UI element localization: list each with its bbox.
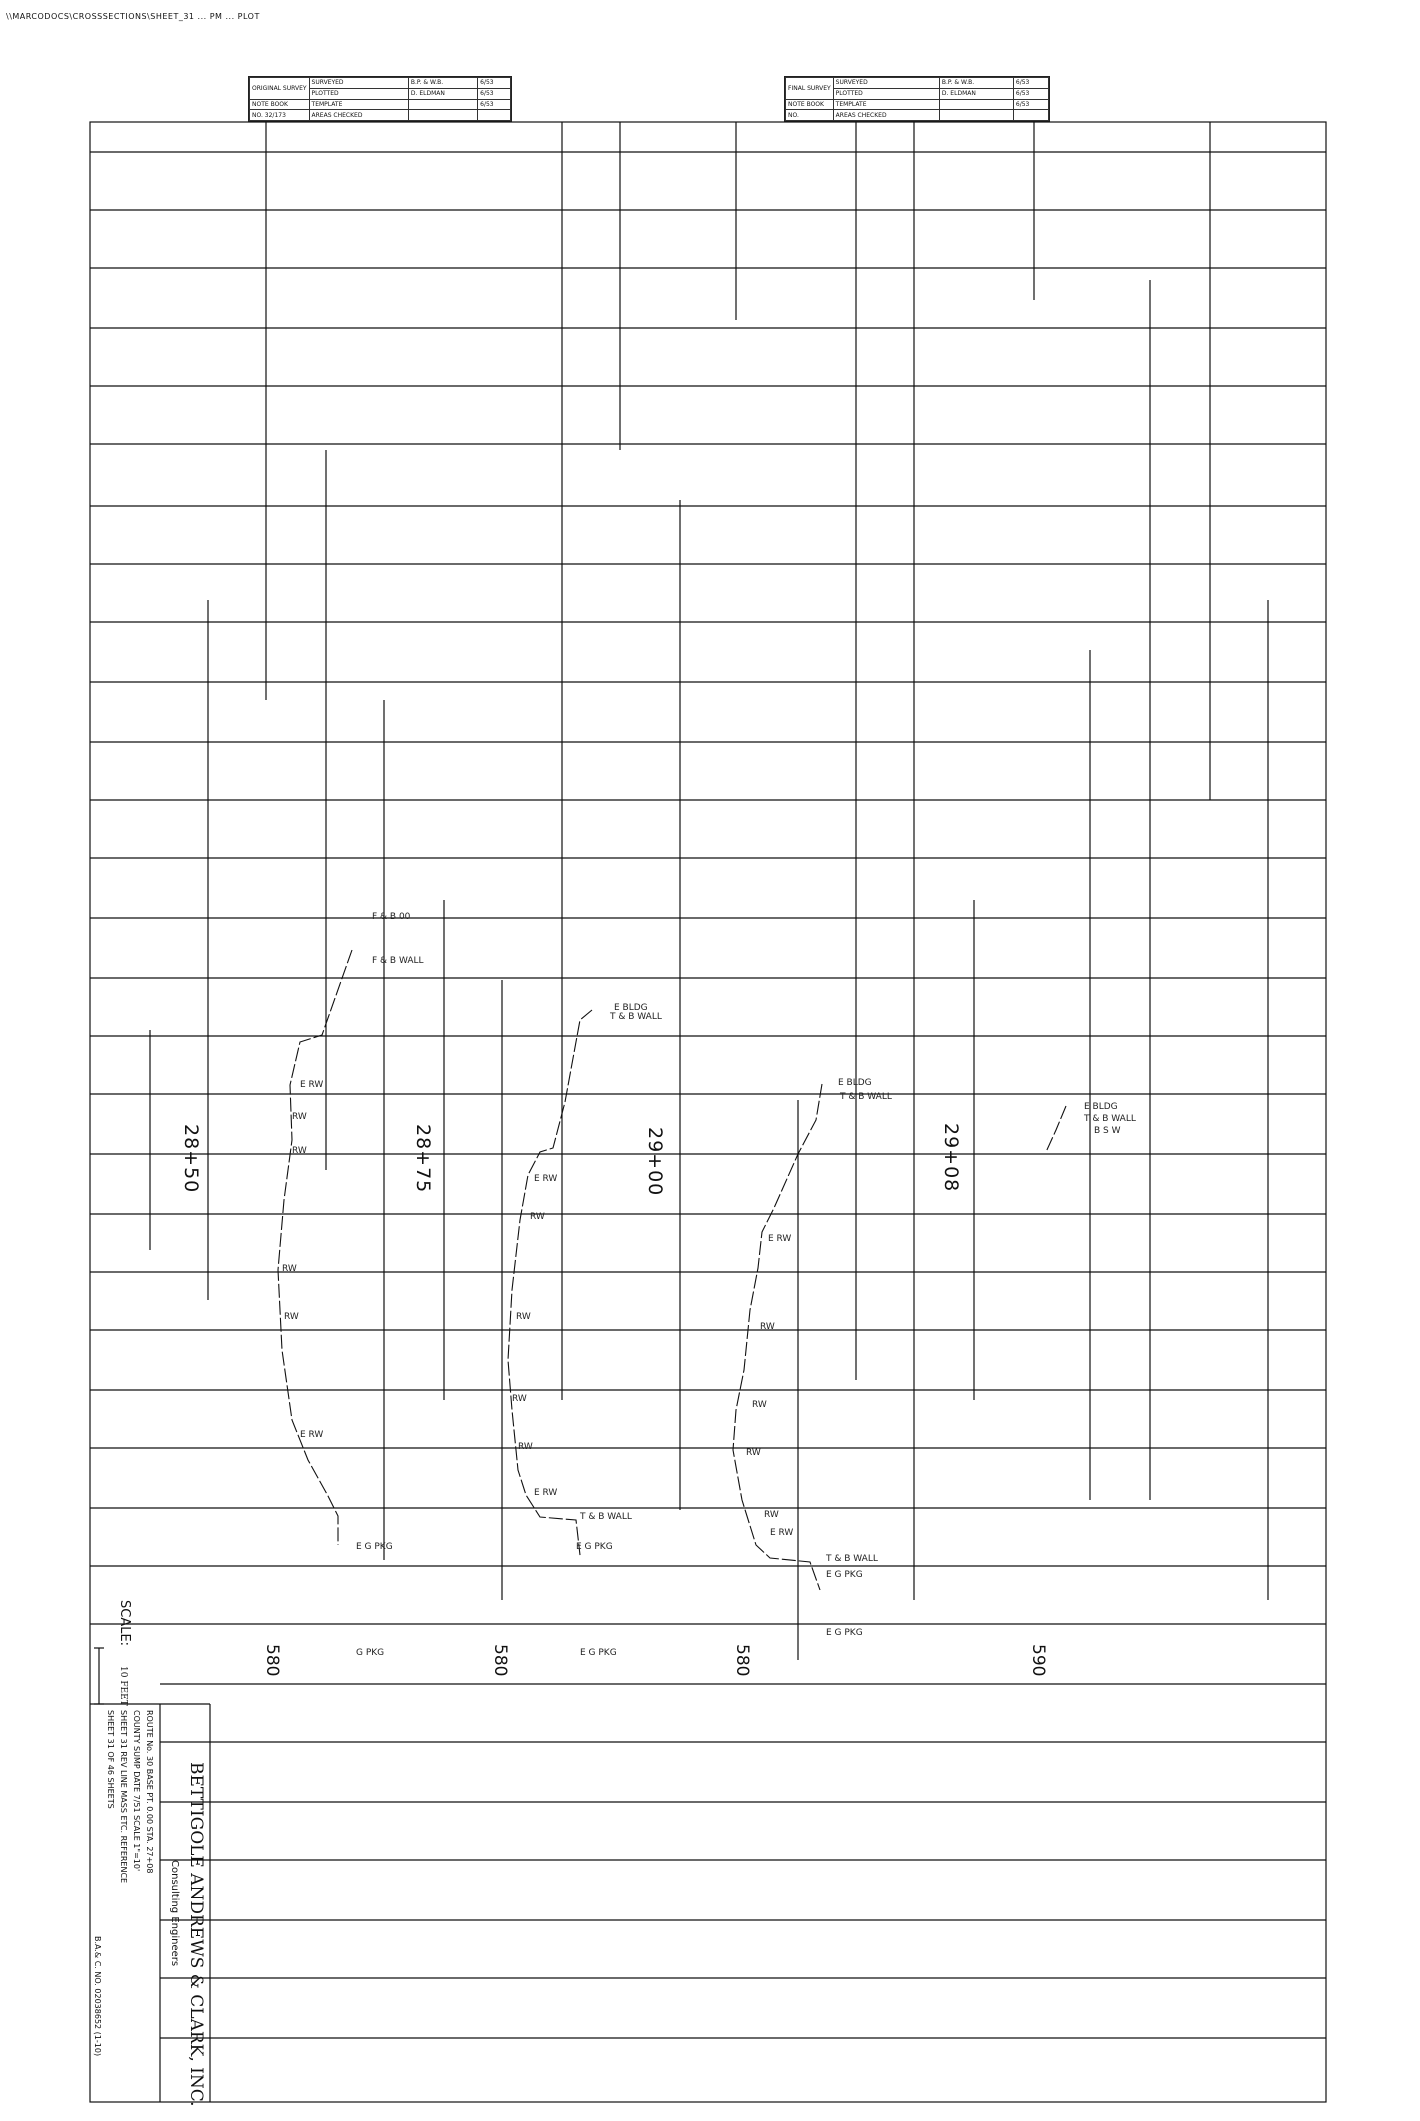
- station-label: 29+08: [940, 1123, 962, 1193]
- osv-row4-label: AREAS CHECKED: [308, 109, 409, 121]
- osv-row0-by: B.P. & W.B.: [407, 77, 479, 89]
- osv-row0-date: 6/53: [477, 77, 511, 89]
- profile-label: T & B WALL: [840, 1092, 892, 1102]
- profile-label: RW: [282, 1264, 297, 1274]
- profile-label: E G PKG: [356, 1542, 393, 1552]
- profile-label: E BLDG: [838, 1078, 872, 1088]
- company-subtitle: Consulting Engineers: [169, 1860, 180, 1967]
- osv-row1-date: 6/53: [477, 87, 511, 100]
- osv-row1-label: PLOTTED: [308, 87, 409, 100]
- scale-bar: [94, 1647, 104, 1705]
- fsv-row2-label: TEMPLATE: [832, 98, 940, 111]
- profile-label: E BLDG: [1084, 1102, 1118, 1112]
- sheet-border: [89, 121, 1327, 2103]
- title-line-1: ROUTE No. 30 BASE PT. 0.00 STA. 27+08: [145, 1710, 154, 1874]
- title-line-3: SHEET 31 REV LINE MASS ETC. REFERENCE: [119, 1710, 128, 1884]
- profile-29-00: [732, 1083, 823, 1591]
- profile-label: E RW: [770, 1528, 794, 1538]
- top-note: F & B 00: [372, 912, 411, 922]
- profile-28-50: [277, 949, 353, 1545]
- profile-label: RW: [284, 1312, 299, 1322]
- osv-row2-label: TEMPLATE: [308, 98, 409, 111]
- profile-label: RW: [292, 1146, 307, 1156]
- title-line-2: COUNTY SUMP DATE 7/51 SCALE 1"=10': [132, 1710, 141, 1872]
- fsv-row0-date: 6/53: [1012, 77, 1050, 89]
- profile-label: T & B WALL: [826, 1554, 878, 1564]
- profile-label: E BLDG: [614, 1003, 648, 1013]
- profile-label: E RW: [300, 1430, 324, 1440]
- profile-label: E RW: [534, 1174, 558, 1184]
- profile-label: RW: [530, 1212, 545, 1222]
- profile-label: E G PKG: [576, 1542, 613, 1552]
- profile-label: E G PKG: [580, 1648, 617, 1658]
- osv-row2-by: [407, 98, 479, 111]
- profile-label: E G PKG: [826, 1570, 863, 1580]
- osv-row2-date: 6/53: [477, 98, 511, 111]
- profile-label: RW: [518, 1442, 533, 1452]
- fsv-row2-date: 6/53: [1012, 98, 1050, 111]
- osv-row0-label: SURVEYED: [308, 77, 409, 89]
- profile-label: T & B WALL: [580, 1512, 632, 1522]
- fsv-row4-label: AREAS CHECKED: [832, 109, 940, 121]
- profile-label: RW: [764, 1510, 779, 1520]
- profile-label: RW: [512, 1394, 527, 1404]
- profile-29-08: [1045, 1105, 1067, 1153]
- profile-label: RW: [292, 1112, 307, 1122]
- station-label: 29+00: [644, 1127, 666, 1197]
- final-survey-title: FINAL SURVEY: [788, 84, 831, 92]
- elevation-label: 590: [1028, 1644, 1048, 1677]
- scale-value: 10 FEET: [118, 1666, 128, 1706]
- profile-label: E RW: [534, 1488, 558, 1498]
- elevation-label: 580: [732, 1644, 752, 1677]
- profile-label: RW: [760, 1322, 775, 1332]
- title-line-4: SHEET 31 OF 46 SHEETS: [106, 1710, 115, 1809]
- station-label: 28+50: [180, 1124, 202, 1194]
- fsv-row1-date: 6/53: [1012, 87, 1050, 100]
- job-number: B.A.& C. NO. 02038652 (1-10): [93, 1936, 102, 2057]
- fsv-row0-label: SURVEYED: [832, 77, 940, 89]
- profile-label: RW: [516, 1312, 531, 1322]
- profile-label: G PKG: [356, 1648, 385, 1658]
- original-survey-block: ORIGINAL SURVEY SURVEYED B.P. & W.B. 6/5…: [248, 76, 512, 122]
- company-name: BETTIGOLE ANDREWS & CLARK, INC.: [186, 1762, 206, 2107]
- scale-label: SCALE:: [117, 1600, 132, 1647]
- osv-row1-by: D. ELDMAN: [407, 87, 479, 100]
- profile-label: T & B WALL: [610, 1012, 662, 1022]
- profile-label: RW: [752, 1400, 767, 1410]
- elevation-label: 580: [262, 1644, 282, 1677]
- profile-label: F & B WALL: [372, 956, 424, 966]
- elevation-label: 580: [490, 1644, 510, 1677]
- profile-label: B S W: [1094, 1126, 1121, 1136]
- profile-label: E RW: [768, 1234, 792, 1244]
- file-path: \\MARCODOCS\CROSSSECTIONS\SHEET_31 ... P…: [6, 12, 260, 21]
- profile-label: E G PKG: [826, 1628, 863, 1638]
- fsv-row1-label: PLOTTED: [832, 87, 940, 100]
- profile-label: T & B WALL: [1084, 1114, 1136, 1124]
- profile-label: RW: [746, 1448, 761, 1458]
- original-survey-title: ORIGINAL SURVEY: [252, 84, 307, 92]
- profile-28-75: [507, 1009, 593, 1556]
- station-label: 28+75: [412, 1124, 434, 1194]
- profile-label: E RW: [300, 1080, 324, 1090]
